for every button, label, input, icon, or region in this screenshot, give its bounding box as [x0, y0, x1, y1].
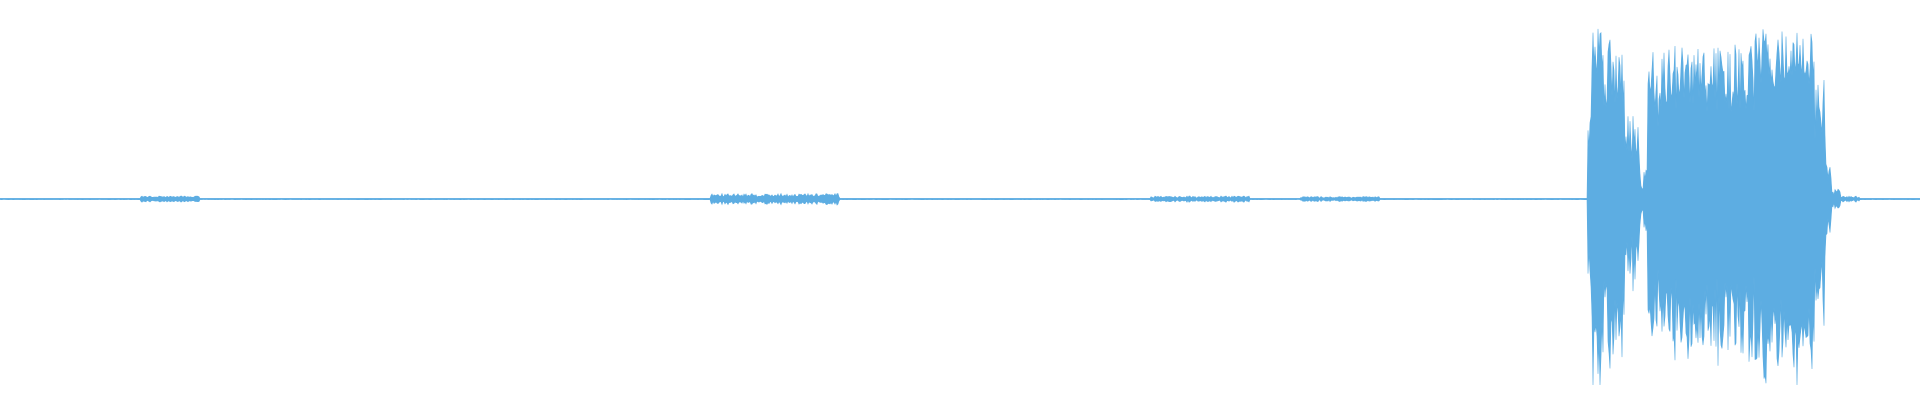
waveform-body — [0, 28, 1920, 386]
